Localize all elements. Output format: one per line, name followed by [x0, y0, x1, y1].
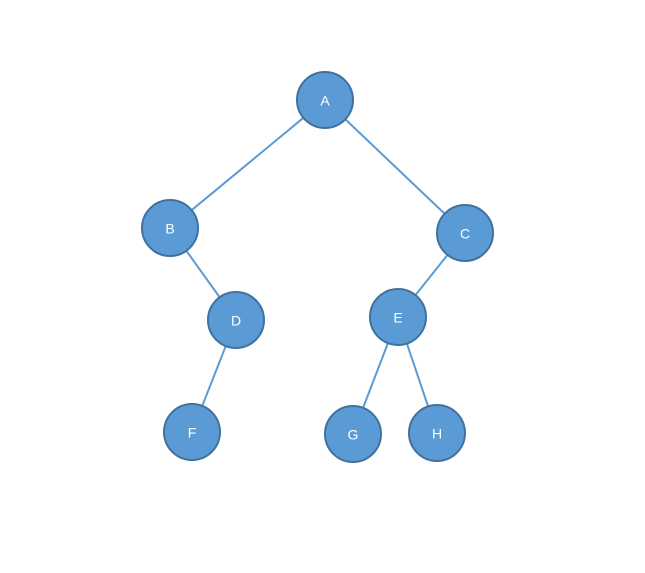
tree-node-a[interactable]: A — [296, 71, 354, 129]
node-circle-d[interactable] — [207, 291, 265, 349]
tree-edge-a-b — [190, 117, 305, 211]
node-circle-g[interactable] — [324, 405, 382, 463]
node-circle-c[interactable] — [436, 204, 494, 262]
node-circle-f[interactable] — [163, 403, 221, 461]
tree-edge-b-d — [185, 250, 221, 298]
tree-edge-a-c — [344, 118, 446, 215]
node-circle-h[interactable] — [408, 404, 466, 462]
tree-node-b[interactable]: B — [141, 199, 199, 257]
tree-node-f[interactable]: F — [163, 403, 221, 461]
tree-node-d[interactable]: D — [207, 291, 265, 349]
tree-node-h[interactable]: H — [408, 404, 466, 462]
node-circle-b[interactable] — [141, 199, 199, 257]
tree-edge-e-h — [405, 343, 430, 407]
tree-edge-c-e — [414, 254, 449, 296]
tree-node-c[interactable]: C — [436, 204, 494, 262]
node-circle-a[interactable] — [296, 71, 354, 129]
tree-edge-d-f — [201, 345, 227, 407]
edges-layer — [185, 117, 449, 409]
tree-edge-e-g — [362, 342, 389, 409]
tree-node-e[interactable]: E — [369, 288, 427, 346]
node-circle-e[interactable] — [369, 288, 427, 346]
tree-node-g[interactable]: G — [324, 405, 382, 463]
